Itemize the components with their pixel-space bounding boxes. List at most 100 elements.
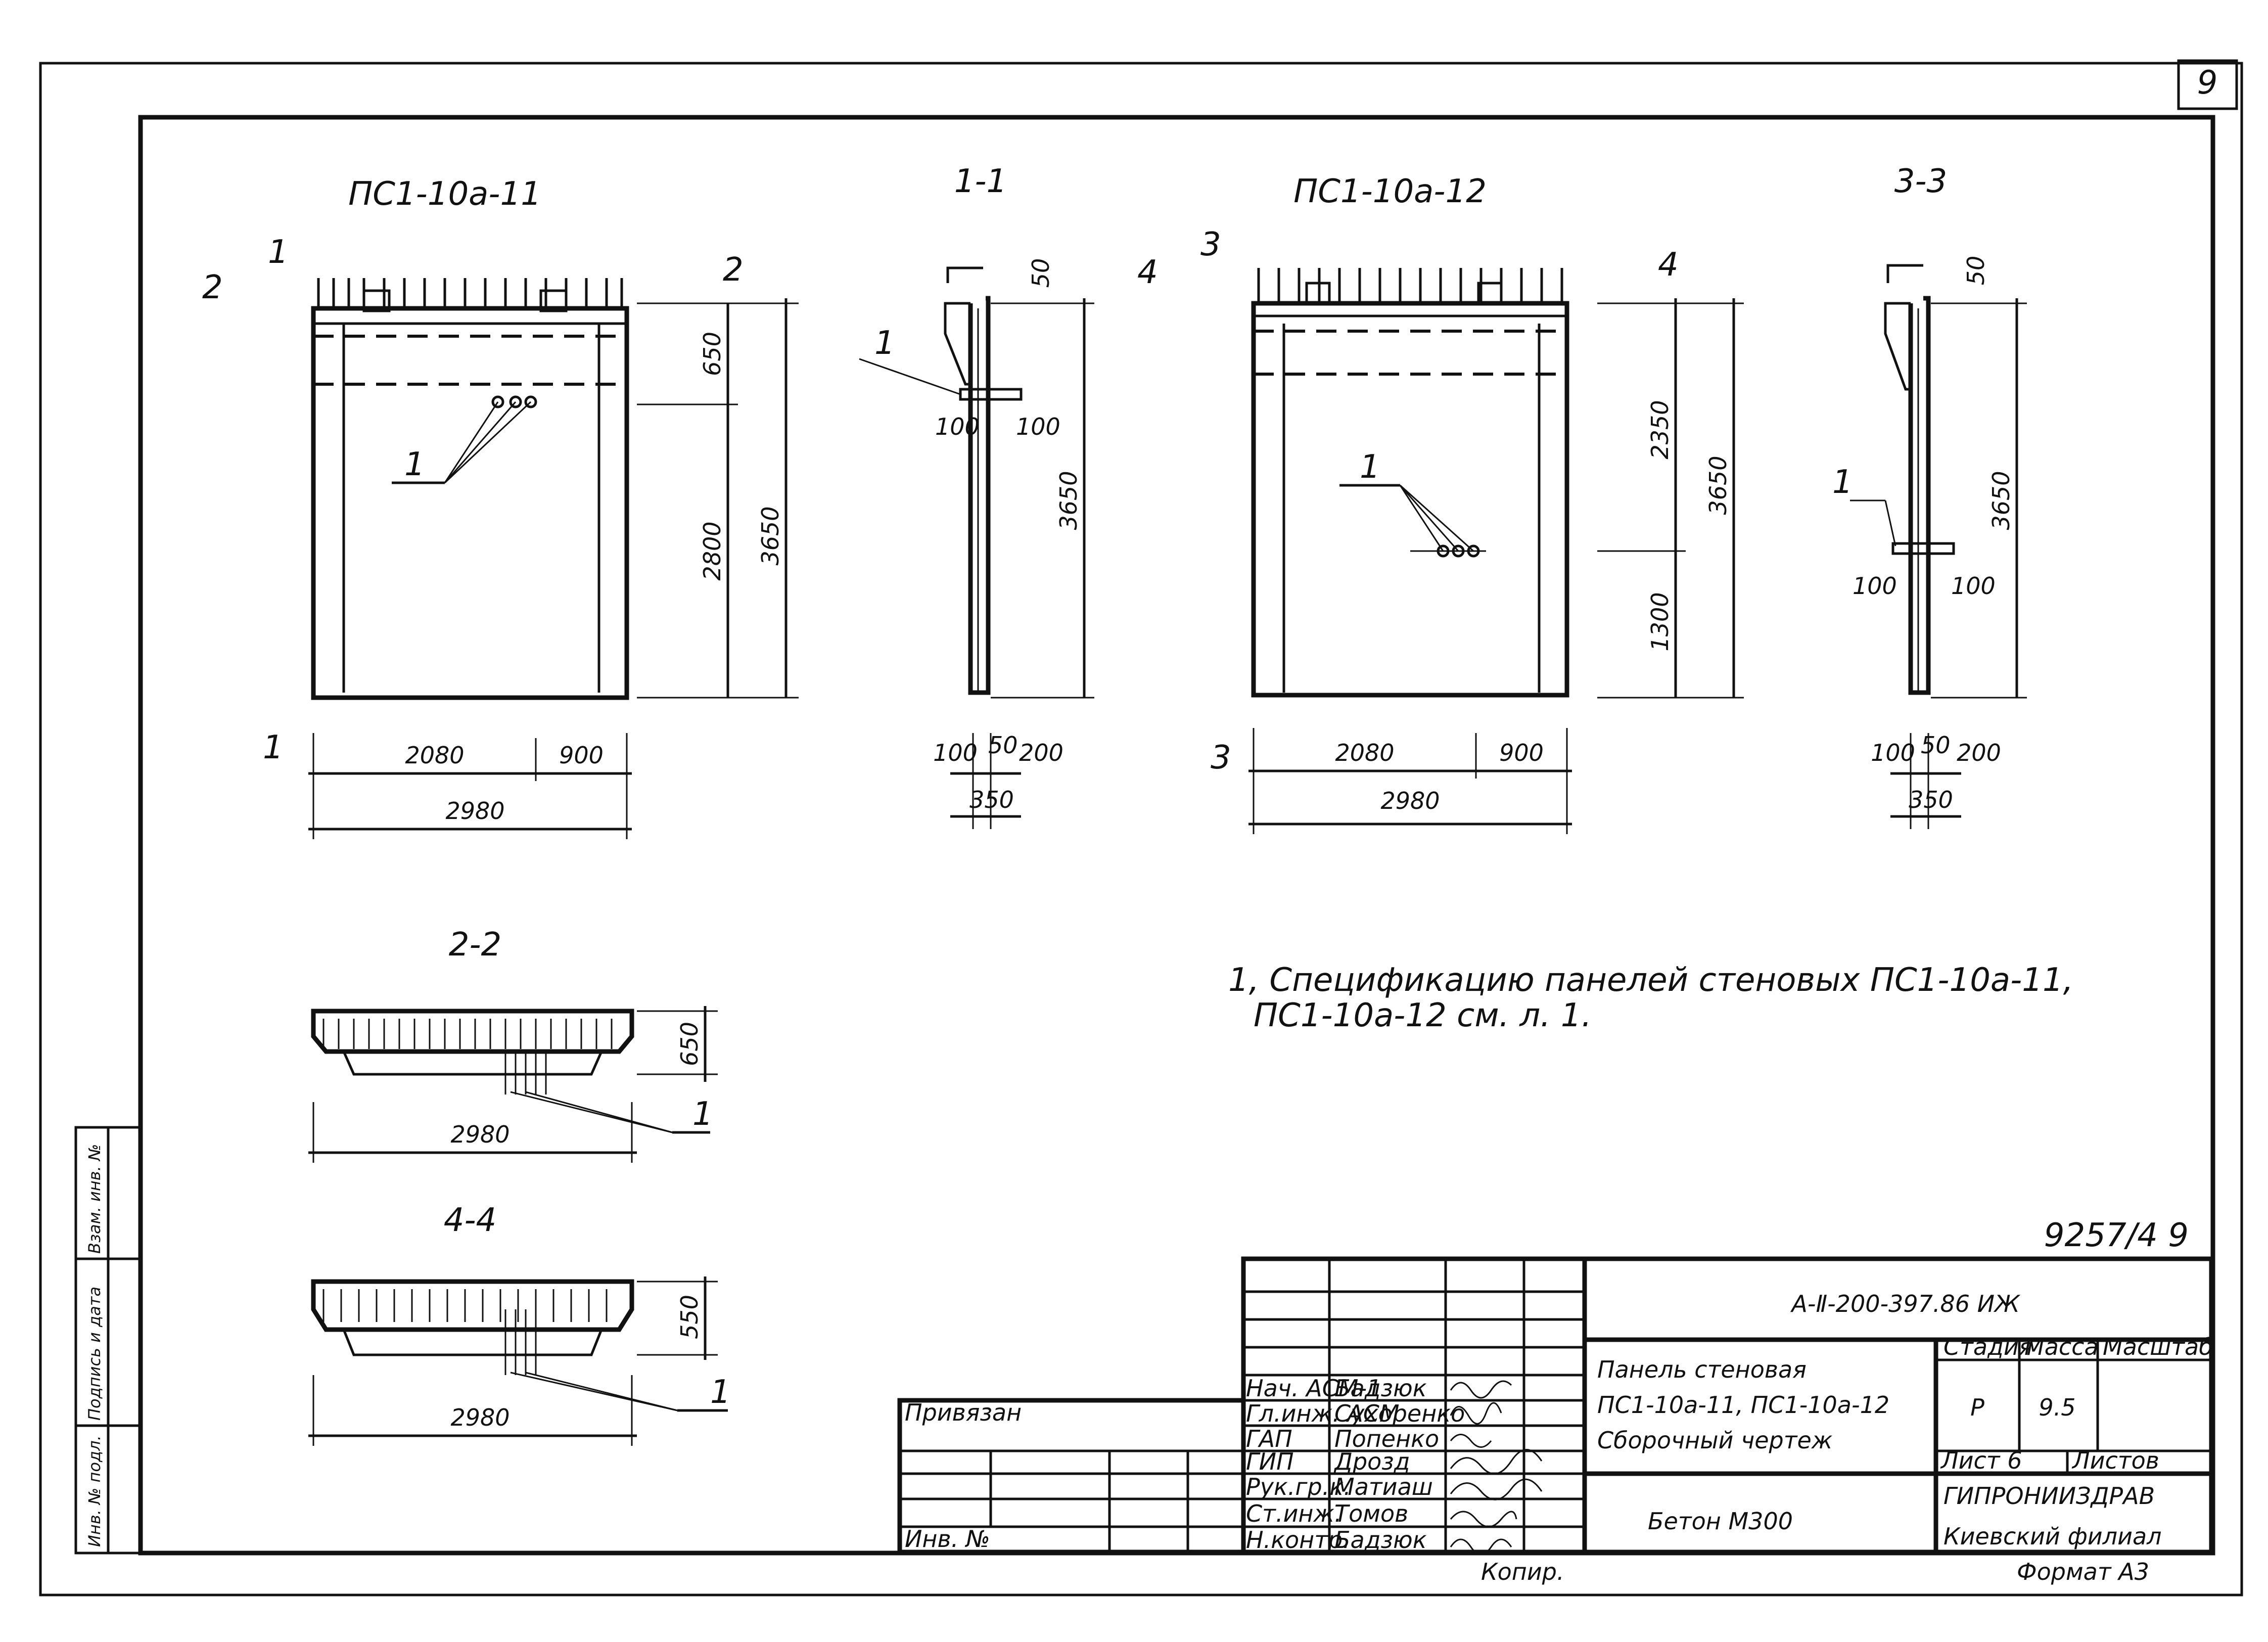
dim-2350-v2: 2350 (1646, 400, 1674, 459)
dim-2080-v1: 2080 (405, 742, 464, 769)
dim-50-s33: 50 (1962, 256, 1989, 286)
role-1: Нач. АСМ-1 (1246, 1375, 1381, 1402)
dim-2980-s44: 2980 (450, 1404, 510, 1431)
dim-2800-v1: 2800 (699, 521, 726, 580)
dim-100-s11a: 100 (935, 413, 980, 440)
note-line-1: 1, Спецификацию панелей стеновых ПС1-10а… (1228, 962, 2073, 999)
dim-200-s33: 200 (1957, 739, 2001, 766)
section-mark-2-left: 2 (202, 269, 223, 306)
list-label: Лист 6 (1940, 1447, 2022, 1474)
callout-1-s44: 1 (710, 1374, 731, 1411)
dim-3650-s11: 3650 (1055, 471, 1082, 530)
dim-100-s11b: 100 (1016, 413, 1060, 440)
dim-650-s22: 650 (676, 1022, 703, 1066)
section-2-2: 2-2 1 650 2980 (308, 926, 718, 1163)
dim-1300-v2: 1300 (1646, 592, 1674, 651)
callout-1-v2: 1 (1360, 448, 1380, 486)
dim-100-s11c: 100 (933, 739, 978, 766)
sheet-number: 9 (2197, 64, 2218, 102)
drawing-title-2: ПС1-10а-11, ПС1-10а-12 (1597, 1391, 1889, 1419)
listov-label: Листов (2071, 1447, 2159, 1474)
drawing-title-3: Сборочный чертеж (1597, 1427, 1833, 1454)
title-block: Привязан Инв. № Нач. АСМ-1 Бадзюк Гл.инж… (897, 1256, 2214, 1556)
dim-900-v1: 900 (559, 742, 604, 769)
concrete-grade: Бетон М300 (1648, 1508, 1793, 1535)
name-6: Томов (1334, 1500, 1408, 1527)
dim-100-s33c: 100 (1871, 739, 1915, 766)
dim-900-v2: 900 (1499, 739, 1544, 766)
view-title-ps1-10a-12: ПС1-10а-12 (1293, 173, 1487, 210)
section-3-3: 3-3 1 100 100 3650 50 100 50 200 350 (1832, 163, 2027, 829)
dim-3650-v1: 3650 (757, 506, 784, 565)
callout-1-s22: 1 (692, 1096, 713, 1133)
dim-2980-v2: 2980 (1380, 787, 1440, 814)
dim-100-s33b: 100 (1951, 572, 1996, 600)
section-1-1: 1-1 1 100 100 3650 50 100 50 200 350 (859, 163, 1094, 829)
section-mark-2-right: 2 (723, 251, 744, 289)
dim-2980-s22: 2980 (450, 1121, 510, 1148)
stamp-text-2: Подпись и дата (85, 1287, 104, 1421)
organization: ГИПРОНИИЗДРАВ (1943, 1482, 2155, 1510)
role-5: Рук.гр.к. (1246, 1473, 1351, 1500)
name-2: Сухоренко (1334, 1400, 1465, 1427)
section-title-2-2: 2-2 (449, 926, 502, 964)
role-6: Ст.инж. (1246, 1500, 1342, 1527)
section-title-4-4: 4-4 (444, 1202, 497, 1239)
archive-number: 9257/4 9 (2044, 1217, 2189, 1254)
dim-3650-s33: 3650 (1987, 471, 2015, 530)
name-5: Матиаш (1334, 1473, 1433, 1500)
section-mark-4-left: 4 (1137, 254, 1158, 291)
section-mark-1-bottom: 1 (263, 729, 284, 766)
dim-650-v1: 650 (699, 332, 726, 376)
dim-50-s11: 50 (1027, 258, 1054, 288)
format-label: Формат А3 (2017, 1558, 2149, 1585)
dim-550-s44: 550 (676, 1295, 703, 1339)
outer-frame (39, 62, 2243, 1597)
stamp-text-1: Взам. инв. № (85, 1144, 104, 1254)
inv-number-label: Инв. № (905, 1525, 990, 1553)
masshtab-label: Масштаб (2103, 1333, 2213, 1360)
view-ps1-10a-12: ПС1-10а-12 1 4 3 4 3 2350 (1137, 173, 1744, 834)
callout-1-s11: 1 (874, 325, 895, 362)
massa-value: 9.5 (2039, 1394, 2075, 1421)
role-2: Гл.инж. АСМ (1246, 1400, 1400, 1427)
section-mark-1-top: 1 (268, 234, 289, 271)
dim-3650-v2: 3650 (1704, 455, 1732, 515)
note-line-2: ПС1-10а-12 см. л. 1. (1254, 997, 1592, 1034)
left-margin-stamp: Взам. инв. № Подпись и дата Инв. № подл. (74, 1126, 142, 1555)
role-3: ГАП (1246, 1425, 1292, 1452)
section-mark-3-top: 3 (1200, 226, 1221, 263)
dim-50-s11b: 50 (988, 732, 1018, 759)
name-4: Дрозд (1333, 1448, 1410, 1475)
name-1: Бадзюк (1334, 1375, 1427, 1402)
role-4: ГИП (1246, 1448, 1294, 1475)
view-title-ps1-10a-11: ПС1-10а-11 (348, 175, 541, 213)
section-title-3-3: 3-3 (1894, 163, 1948, 200)
view-ps1-10a-11: ПС1-10а-11 1 2 1 2 1 (202, 175, 799, 839)
name-7: Бадзюк (1334, 1526, 1427, 1554)
dim-2080-v2: 2080 (1335, 739, 1394, 766)
section-4-4: 4-4 1 550 2980 (308, 1202, 731, 1446)
name-3: Попенко (1334, 1425, 1439, 1452)
section-mark-4-right: 4 (1658, 246, 1679, 284)
dim-100-s33a: 100 (1853, 572, 1897, 600)
callout-1-v1: 1 (404, 446, 425, 483)
role-7: Н.контр. (1246, 1526, 1350, 1554)
stadia-label: Стадия (1943, 1333, 2032, 1360)
dim-350-s11: 350 (969, 786, 1014, 813)
stadia-value: Р (1970, 1394, 1984, 1421)
section-mark-3-bottom: 3 (1211, 739, 1231, 777)
branch: Киевский филиал (1943, 1523, 2162, 1550)
stamp-text-3: Инв. № подл. (85, 1435, 104, 1547)
callout-1-s33: 1 (1832, 464, 1853, 501)
section-title-1-1: 1-1 (954, 163, 1007, 200)
sheet-number-box (2177, 59, 2238, 110)
dim-200-s11: 200 (1019, 739, 1063, 766)
privyazan-label: Привязан (905, 1399, 1022, 1426)
copied-label: Копир. (1481, 1558, 1564, 1585)
dim-2980-v1: 2980 (445, 797, 504, 825)
signatures (1450, 1380, 1543, 1556)
dim-350-s33: 350 (1909, 786, 1953, 813)
